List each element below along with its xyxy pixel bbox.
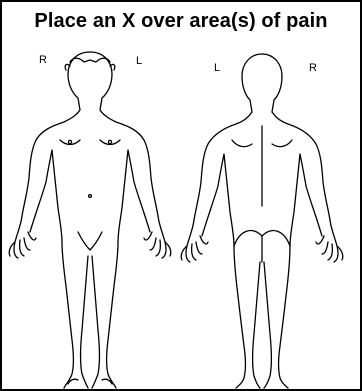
- back-body-figure[interactable]: [181, 54, 343, 388]
- front-left-hand: [144, 232, 171, 258]
- front-head: [15, 52, 90, 242]
- back-head: [187, 54, 262, 246]
- front-right-hand: [9, 232, 36, 258]
- back-left-hand: [181, 236, 208, 262]
- back-right-hand: [316, 236, 343, 262]
- front-body-figure[interactable]: [9, 52, 171, 388]
